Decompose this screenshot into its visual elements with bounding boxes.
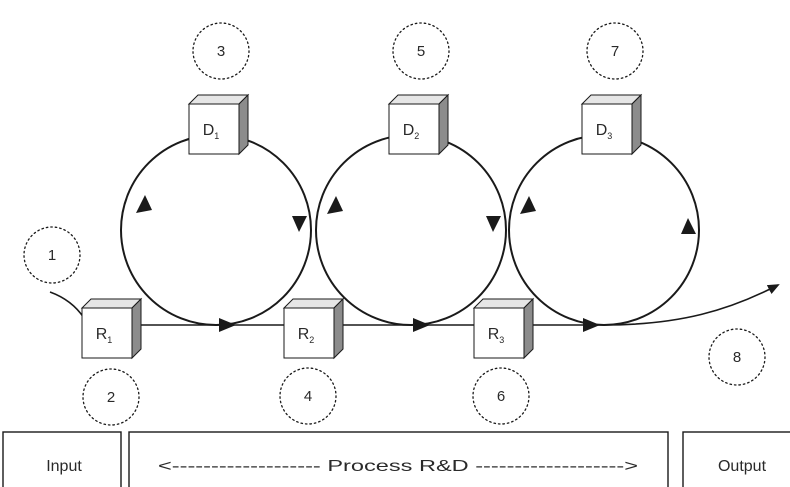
process-label: <------------------- Process R&D -------… (158, 458, 638, 475)
arrowhead-loop-3-right (681, 218, 696, 234)
cube-top (187, 94, 250, 105)
cube-side (438, 93, 449, 156)
input-label: Input (46, 458, 82, 475)
cycle-loop-2 (315, 134, 507, 326)
cube-subscript: 3 (499, 335, 504, 345)
flow-line-in (49, 291, 85, 319)
cube-face (188, 103, 240, 155)
arrowhead-flow-1 (219, 318, 236, 332)
cube-d1: D1 (187, 93, 250, 156)
arrowhead-loop-2-left (327, 196, 343, 214)
cube-top (282, 298, 345, 309)
marker-6: 6 (472, 367, 530, 425)
cube-subscript: 1 (214, 131, 219, 141)
marker-number: 4 (304, 388, 312, 405)
cube-face (283, 307, 335, 359)
cube-side (523, 297, 534, 360)
marker-2: 2 (82, 368, 140, 426)
number-markers: 1 2 3 4 5 6 7 8 (23, 22, 766, 426)
cube-r1: R1 (80, 297, 143, 360)
arrowhead-loop-2-right (486, 216, 501, 232)
arrowheads (136, 195, 696, 332)
marker-number: 2 (107, 389, 115, 406)
marker-ring (279, 367, 337, 425)
marker-ring (586, 22, 644, 80)
cube-subscript: 3 (607, 131, 612, 141)
arrowhead-loop-1-right (292, 216, 307, 232)
marker-8: 8 (708, 328, 766, 386)
marker-ring (472, 367, 530, 425)
cube-subscript: 1 (107, 335, 112, 345)
marker-number: 6 (497, 388, 505, 405)
cube-top (80, 298, 143, 309)
marker-number: 7 (611, 43, 619, 60)
flow-line-out (603, 284, 780, 326)
marker-ring (82, 368, 140, 426)
marker-number: 5 (417, 43, 425, 60)
output-label: Output (718, 458, 767, 475)
cube-d3: D3 (580, 93, 643, 156)
cube-r3: R3 (472, 297, 535, 360)
cube-side (333, 297, 344, 360)
marker-4: 4 (279, 367, 337, 425)
arrowhead-flow-3 (583, 318, 600, 332)
cube-face (581, 103, 633, 155)
cube-top (472, 298, 535, 309)
cycle-loop-3 (508, 134, 700, 326)
arrowhead-loop-1-left (136, 195, 152, 213)
cube-face (81, 307, 133, 359)
bottom-band: Input <------------------- Process R&D -… (2, 431, 790, 487)
marker-number: 8 (733, 349, 741, 366)
cubes: R1 R2 R3 D1 D2 D3 (80, 93, 643, 360)
process-box (128, 431, 669, 487)
arrowhead-loop-3-left (520, 196, 536, 214)
arrowhead-flow-2 (413, 318, 430, 332)
cube-side (238, 93, 249, 156)
input-box (2, 431, 122, 487)
marker-number: 1 (48, 247, 56, 264)
marker-3: 3 (192, 22, 250, 80)
cube-face (388, 103, 440, 155)
cube-top (580, 94, 643, 105)
marker-7: 7 (586, 22, 644, 80)
marker-5: 5 (392, 22, 450, 80)
cube-top (387, 94, 450, 105)
cube-subscript: 2 (414, 131, 419, 141)
cube-r2: R2 (282, 297, 345, 360)
marker-ring (392, 22, 450, 80)
cycle-loops (120, 134, 700, 326)
cube-side (631, 93, 642, 156)
cube-subscript: 2 (309, 335, 314, 345)
cycle-loop-1 (120, 134, 312, 326)
cube-d2: D2 (387, 93, 450, 156)
marker-ring (23, 226, 81, 284)
marker-1: 1 (23, 226, 81, 284)
cube-face (473, 307, 525, 359)
marker-number: 3 (217, 43, 225, 60)
cube-side (131, 297, 142, 360)
marker-ring (708, 328, 766, 386)
output-box (682, 431, 790, 487)
marker-ring (192, 22, 250, 80)
